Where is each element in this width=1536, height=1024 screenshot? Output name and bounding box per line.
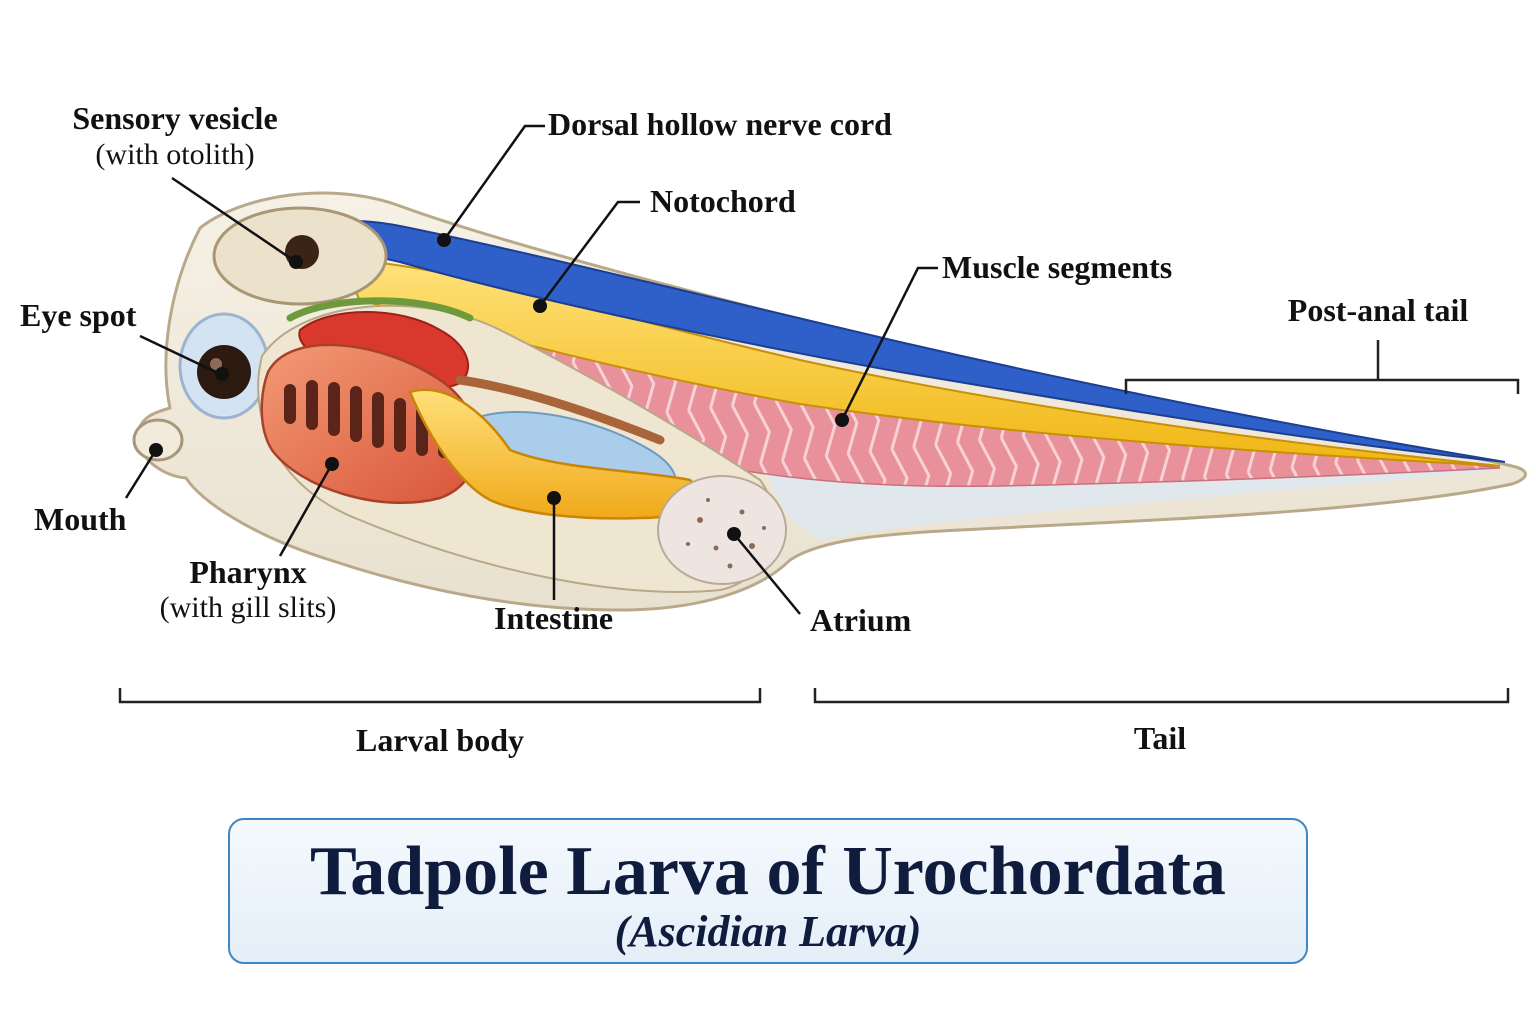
label-intestine: Intestine bbox=[494, 600, 614, 636]
label-sensory-vesicle: Sensory vesicle bbox=[72, 100, 278, 136]
leader-dots bbox=[149, 233, 849, 541]
mouth-opening bbox=[132, 418, 184, 462]
tail-bracket bbox=[813, 688, 1510, 704]
post-anal-tail-bracket bbox=[1124, 340, 1520, 394]
label-atrium: Atrium bbox=[810, 602, 912, 638]
label-tail: Tail bbox=[1133, 720, 1187, 756]
atrium bbox=[657, 475, 787, 585]
title-box: Tadpole Larva of Urochordata (Ascidian L… bbox=[228, 818, 1308, 964]
label-mouth: Mouth bbox=[34, 501, 127, 537]
atrium-speckles bbox=[686, 498, 766, 569]
label-larval-body: Larval body bbox=[355, 722, 525, 758]
label-pharynx: Pharynx bbox=[189, 554, 307, 590]
label-sensory-vesicle-note: (with otolith) bbox=[95, 138, 255, 171]
larval-body-bracket bbox=[118, 688, 762, 704]
label-dorsal-nerve-cord: Dorsal hollow nerve cord bbox=[548, 106, 892, 142]
dorsal-nerve-cord bbox=[226, 219, 1506, 463]
label-notochord: Notochord bbox=[650, 183, 796, 219]
leader-lines bbox=[124, 124, 938, 615]
label-pharynx-note: (with gill slits) bbox=[159, 591, 337, 624]
label-muscle-segments: Muscle segments bbox=[942, 249, 1173, 285]
gut-green-tube bbox=[286, 297, 474, 322]
title-subtitle: (Ascidian Larva) bbox=[614, 907, 922, 956]
brackets bbox=[118, 340, 1520, 704]
esophagus bbox=[455, 375, 665, 445]
label-post-anal-tail: Post-anal tail bbox=[1287, 292, 1469, 328]
label-eye-spot: Eye spot bbox=[20, 297, 137, 333]
title-main: Tadpole Larva of Urochordata bbox=[310, 833, 1226, 910]
